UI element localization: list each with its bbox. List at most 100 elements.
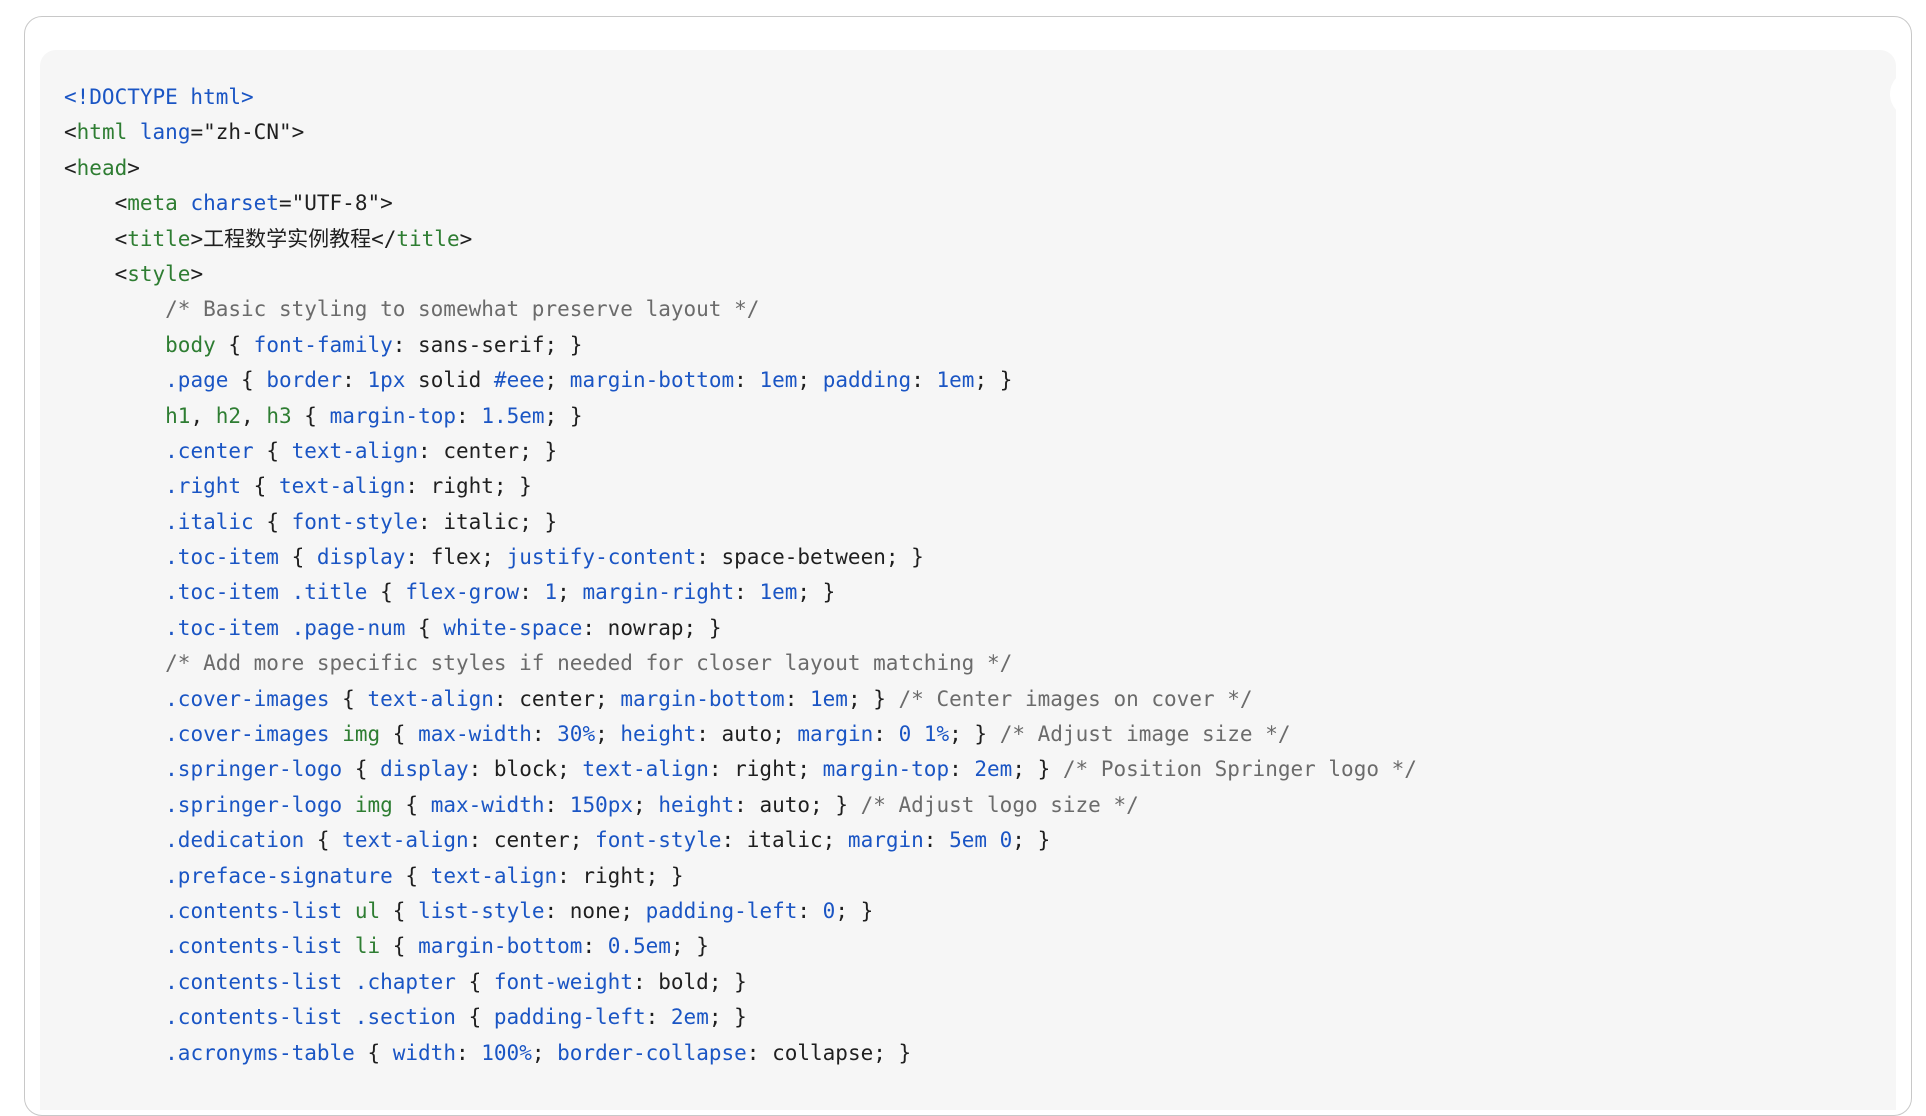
- code-line: /* Add more specific styles if needed fo…: [64, 646, 1417, 681]
- code-line: .cover-images img { max-width: 30%; heig…: [64, 717, 1417, 752]
- code-token: font-family: [253, 332, 393, 357]
- code-token: [64, 580, 165, 604]
- code-token: : italic; }: [418, 509, 558, 534]
- code-token: {: [304, 828, 343, 853]
- code-token: [64, 333, 165, 357]
- code-token: text-align: [291, 438, 419, 463]
- code-token: {: [380, 934, 419, 959]
- code-line: body { font-family: sans-serif; }: [64, 328, 1417, 363]
- code-token: font-weight: [493, 969, 633, 994]
- code-token: {: [342, 757, 381, 782]
- code-token: padding-left: [645, 898, 798, 923]
- code-token: [64, 368, 165, 392]
- code-token: [342, 934, 355, 958]
- code-token: ; }: [847, 686, 899, 711]
- code-token: 2em: [670, 1005, 709, 1030]
- code-token: :: [873, 722, 899, 747]
- code-token: [64, 651, 165, 675]
- code-token: : sans-serif; }: [392, 332, 583, 357]
- code-token: .contents-list .section: [165, 1005, 456, 1030]
- code-token: ;: [544, 368, 570, 393]
- code-token: [64, 404, 165, 428]
- code-token: [64, 616, 165, 640]
- code-token: : bold; }: [632, 969, 747, 994]
- code-token: charset: [190, 191, 279, 216]
- code-token: .springer-logo: [165, 792, 343, 817]
- code-token: :: [582, 934, 608, 959]
- code-line: .dedication { text-align: center; font-s…: [64, 823, 1417, 858]
- code-token: ; }: [949, 722, 1000, 747]
- code-token: text-align: [342, 828, 469, 853]
- code-token: [64, 1005, 165, 1029]
- code-token: :: [342, 368, 368, 393]
- code-token: ; }: [974, 368, 1013, 393]
- code-token: .springer-logo: [165, 757, 343, 782]
- code-token: h3: [266, 403, 292, 428]
- code-token: ;: [595, 722, 621, 747]
- code-token: [64, 970, 165, 994]
- code-token: {: [367, 580, 406, 605]
- code-token: : auto; }: [734, 792, 861, 817]
- code-token: ; }: [1012, 757, 1063, 782]
- code-token: ;: [531, 1040, 558, 1065]
- code-token: .center: [165, 438, 254, 463]
- code-token: font-style: [595, 828, 722, 853]
- code-line: /* Basic styling to somewhat preserve la…: [64, 292, 1417, 327]
- code-token: title: [127, 226, 191, 251]
- code-line: .italic { font-style: italic; }: [64, 505, 1417, 540]
- code-token: <: [64, 261, 128, 286]
- code-token: 0 1%: [898, 722, 950, 747]
- code-line: .springer-logo img { max-width: 150px; h…: [64, 788, 1417, 823]
- code-token: : nowrap; }: [582, 615, 722, 640]
- code-token: [64, 1041, 165, 1065]
- code-block: <!DOCTYPE html><html lang="zh-CN"><head>…: [64, 80, 1417, 1071]
- code-token: .right: [165, 474, 242, 499]
- code-token: {: [215, 332, 254, 357]
- code-token: {: [455, 969, 494, 994]
- code-token: max-width: [430, 792, 545, 817]
- code-token: [64, 722, 165, 746]
- code-token: [330, 722, 343, 746]
- code-token: padding-left: [493, 1005, 646, 1030]
- more-options-button[interactable]: ⋮: [1890, 70, 1896, 118]
- code-token: text-align: [278, 474, 406, 499]
- code-token: {: [380, 722, 419, 747]
- code-token: display: [316, 545, 406, 570]
- code-token: justify-content: [506, 545, 697, 570]
- code-token: list-style: [418, 898, 545, 923]
- code-token: head: [76, 155, 128, 180]
- code-token: height: [620, 722, 697, 747]
- code-line: .toc-item .page-num { white-space: nowra…: [64, 611, 1417, 646]
- code-token: : flex;: [405, 545, 507, 570]
- code-token: : center;: [468, 828, 596, 853]
- code-token: >: [190, 261, 204, 286]
- code-token: flex-grow: [405, 580, 520, 605]
- code-token: img: [342, 722, 381, 747]
- code-token: ;: [797, 368, 823, 393]
- code-token: [342, 899, 355, 923]
- code-token: 0: [822, 898, 836, 923]
- code-token: margin: [847, 828, 924, 853]
- code-token: :: [456, 403, 482, 428]
- code-token: margin-right: [582, 580, 735, 605]
- code-token: : center;: [493, 686, 621, 711]
- code-line: .center { text-align: center; }: [64, 434, 1417, 469]
- code-token: 1em: [936, 368, 975, 393]
- code-token: <: [64, 155, 77, 180]
- code-token: :: [923, 828, 950, 853]
- code-token: [64, 934, 165, 958]
- code-line: .preface-signature { text-align: right; …: [64, 859, 1417, 894]
- code-line: <meta charset="UTF-8">: [64, 186, 1417, 221]
- code-token: : auto;: [696, 722, 798, 747]
- code-token: 1.5em: [481, 403, 545, 428]
- code-token: 1em: [810, 686, 848, 711]
- code-panel: ⋮ <!DOCTYPE html><html lang="zh-CN"><hea…: [40, 50, 1896, 1110]
- code-token: : italic;: [721, 828, 848, 853]
- code-token: :: [734, 368, 760, 393]
- code-token: :: [519, 580, 545, 605]
- code-token: [64, 828, 165, 852]
- code-token: margin: [797, 722, 874, 747]
- code-token: li: [354, 934, 381, 959]
- code-token: [64, 439, 165, 463]
- code-line: .cover-images { text-align: center; marg…: [64, 682, 1417, 717]
